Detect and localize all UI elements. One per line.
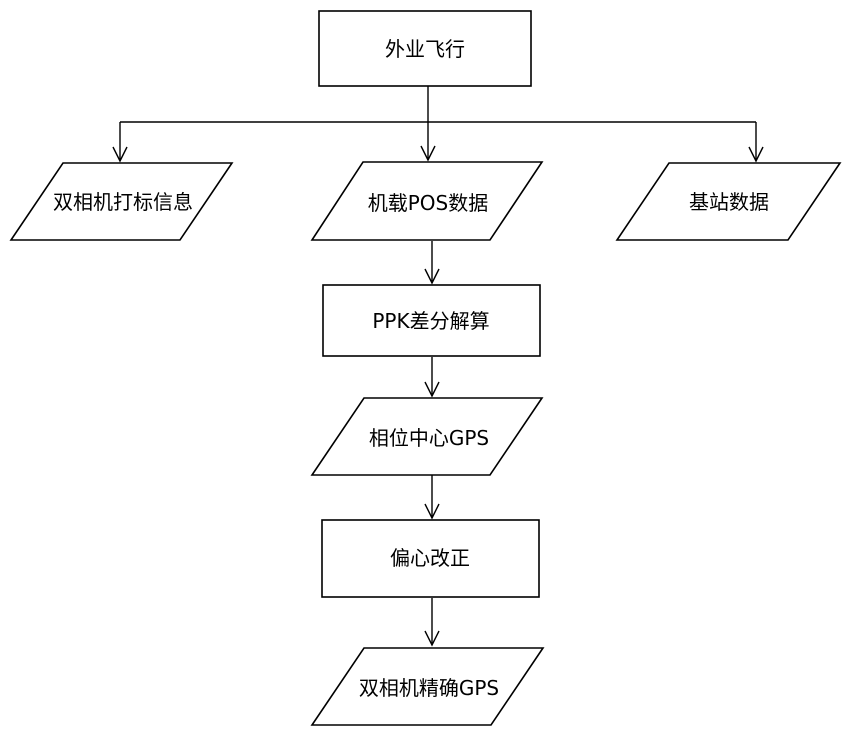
node-label-phase-center-gps: 相位中心GPS (369, 426, 489, 450)
arrowhead-trigger (112, 146, 128, 163)
node-dual-camera-gps: 双相机精确GPS (310, 647, 545, 726)
process-box-ppk (322, 284, 541, 357)
node-label-ppk-solution: PPK差分解算 (372, 309, 489, 333)
data-parallelogram-final (310, 647, 545, 726)
arrowhead-base (748, 146, 764, 163)
node-label-eccentric-correction: 偏心改正 (390, 546, 470, 570)
arrowhead-final (424, 630, 440, 647)
arrowhead-phase (424, 381, 440, 398)
process-box-field-flight (318, 10, 532, 87)
arrowhead-pos (420, 145, 436, 162)
node-eccentric-correction: 偏心改正 (321, 519, 540, 598)
data-parallelogram-trigger (9, 162, 234, 241)
node-label-base-station: 基站数据 (689, 190, 769, 214)
node-label-dual-camera-gps: 双相机精确GPS (359, 676, 499, 700)
node-label-dual-camera-trigger: 双相机打标信息 (53, 190, 193, 214)
node-phase-center-gps: 相位中心GPS (310, 397, 544, 476)
process-box-eccentric (321, 519, 540, 598)
node-label-field-flight: 外业飞行 (385, 37, 465, 61)
arrowhead-ppk (424, 268, 440, 285)
arrowhead-ecc (424, 503, 440, 520)
node-airborne-pos: 机载POS数据 (310, 161, 544, 241)
node-label-airborne-pos: 机载POS数据 (368, 191, 489, 215)
node-dual-camera-trigger: 双相机打标信息 (9, 162, 234, 241)
node-base-station: 基站数据 (615, 162, 842, 241)
node-field-flight: 外业飞行 (318, 10, 532, 87)
data-parallelogram-pos (310, 161, 544, 241)
data-parallelogram-phase (310, 397, 544, 476)
node-ppk-solution: PPK差分解算 (322, 284, 541, 357)
data-parallelogram-base (615, 162, 842, 241)
connectors (112, 86, 764, 647)
